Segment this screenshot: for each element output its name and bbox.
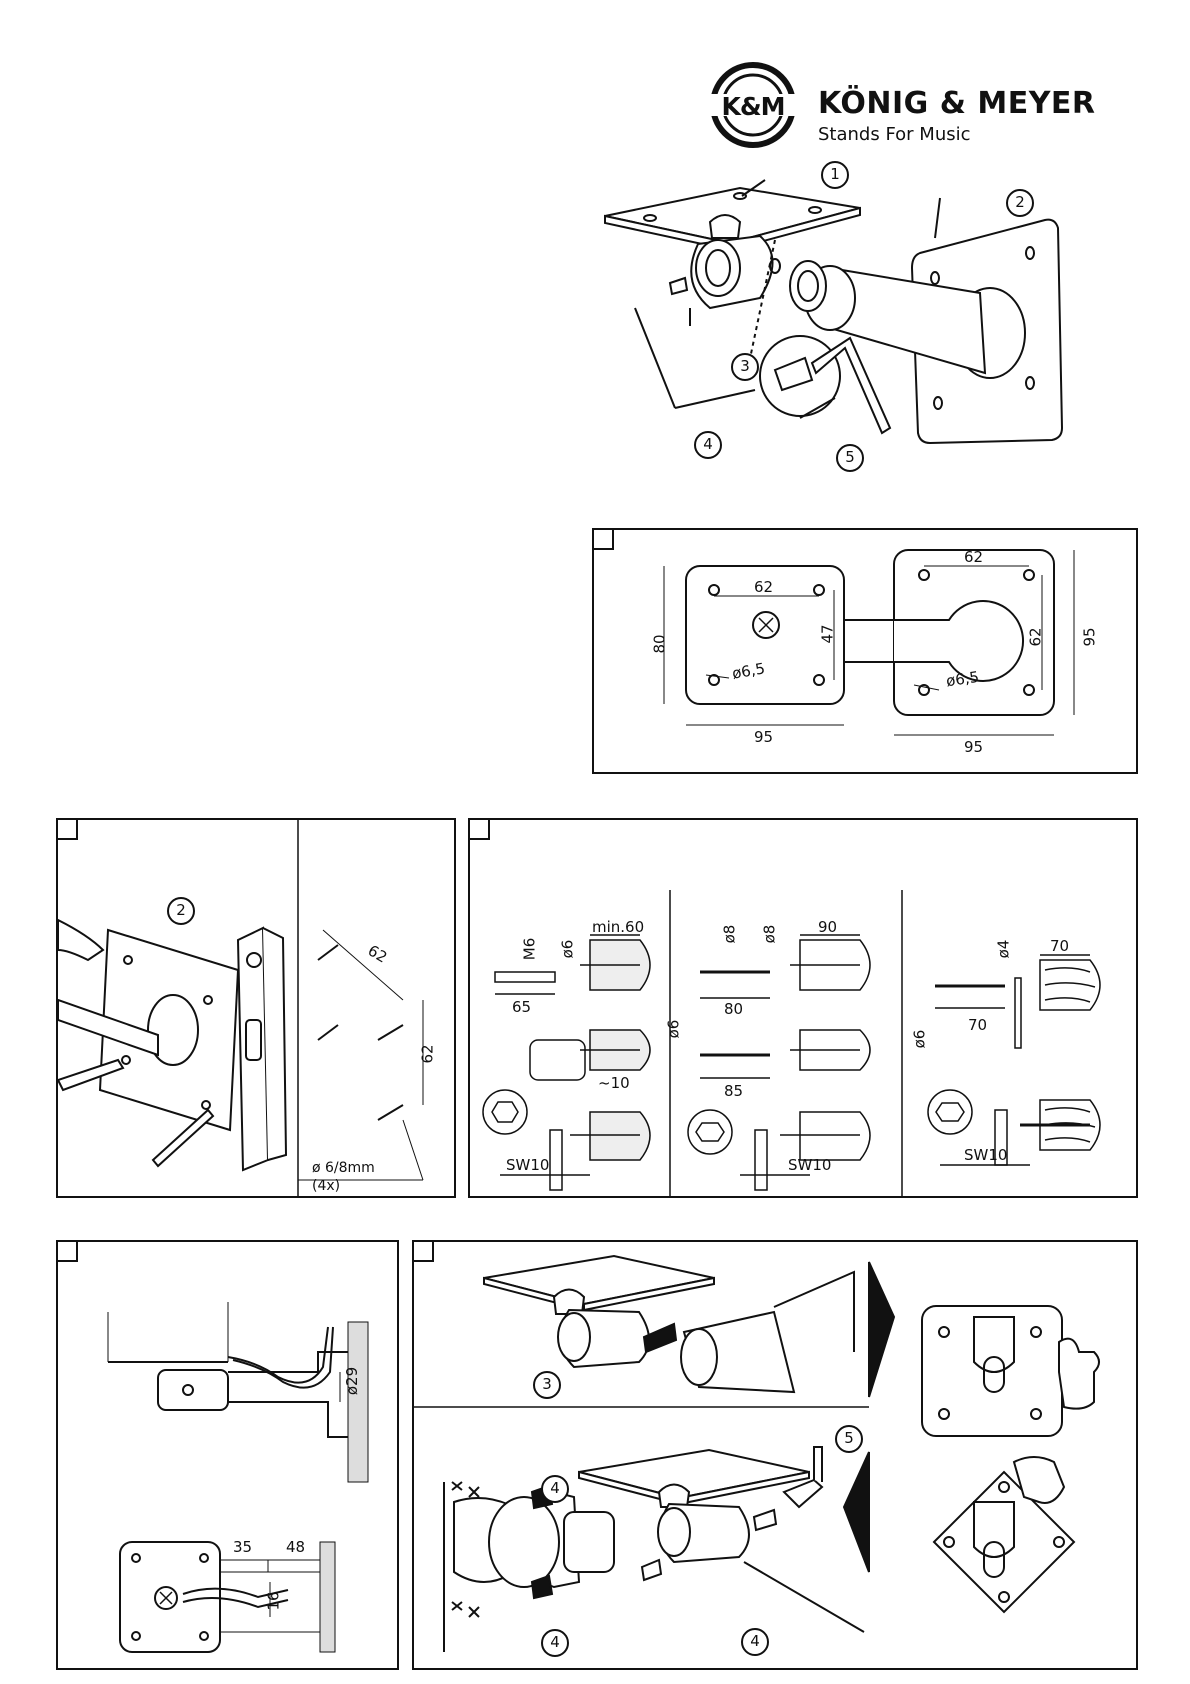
assembly-callout-4a-label: 4 — [540, 1479, 570, 1497]
cable-d1: 35 — [233, 1538, 252, 1556]
callout-5-label: 5 — [835, 448, 865, 466]
drill-panel: 2 62 62 ø 6/8mm (4x) — [56, 818, 456, 1198]
anchor-c2-len2: 85 — [724, 1082, 743, 1100]
dimensions-panel: 80 95 62 47 ø6,5 62 62 95 95 ø6,5 — [592, 528, 1138, 774]
dim-left-spacing-v: 47 — [819, 624, 837, 643]
callout-4-label: 4 — [693, 435, 723, 453]
dim-left-spacing-h: 62 — [754, 578, 773, 596]
cable-drawing — [58, 1242, 397, 1668]
assembly-drawing — [414, 1242, 1136, 1668]
anchor-c3-sw: SW10 — [964, 1146, 1007, 1164]
drill-dim-v: 62 — [419, 1044, 437, 1063]
anchor-c1-len: 65 — [512, 998, 531, 1016]
dim-right-height: 95 — [1081, 627, 1099, 646]
dim-right-top: 62 — [964, 548, 983, 566]
callout-3-label: 3 — [730, 357, 760, 375]
drill-note: ø 6/8mm — [312, 1160, 375, 1176]
drill-count-note: (4x) — [312, 1178, 340, 1194]
assembly-callout-4b-label: 4 — [540, 1633, 570, 1651]
brand-name: KÖNIG & MEYER — [818, 86, 1096, 121]
drill-drawing — [58, 820, 454, 1196]
anchor-c1-m: M6 — [520, 938, 538, 961]
assembly-callout-3-label: 3 — [532, 1375, 562, 1393]
callout-1-label: 1 — [820, 165, 850, 183]
anchor-c2-len: 80 — [724, 1000, 743, 1018]
brand-tagline: Stands For Music — [818, 124, 971, 145]
dim-right-width: 95 — [964, 738, 983, 756]
assembly-panel: 3 4 4 4 5 — [412, 1240, 1138, 1670]
anchor-c3-dia2: ø6 — [910, 1030, 928, 1049]
dim-left-width: 95 — [754, 728, 773, 746]
anchor-c2-dia3: ø6 — [664, 1020, 682, 1039]
anchor-c1-depth: min.60 — [592, 918, 644, 936]
anchor-c3-len: 70 — [968, 1016, 987, 1034]
anchors-drawing — [470, 820, 1136, 1196]
assembly-callout-4c-label: 4 — [740, 1632, 770, 1650]
cable-d2: 48 — [286, 1538, 305, 1556]
anchor-c3-dia: ø4 — [994, 940, 1012, 959]
dim-right-side: 62 — [1027, 627, 1045, 646]
anchor-c2-dia1: ø8 — [720, 925, 738, 944]
cable-dia: ø29 — [343, 1367, 361, 1395]
dimensions-drawing — [594, 530, 1136, 772]
anchor-c2-dia2: ø8 — [760, 925, 778, 944]
callout-2-label: 2 — [1005, 193, 1035, 211]
cable-panel: ø29 35 48 16 — [56, 1240, 399, 1670]
cable-d3: 16 — [265, 1591, 283, 1610]
dim-left-height: 80 — [651, 634, 669, 653]
anchors-panel: M6 ø6 min.60 65 ~10 SW10 ø8 ø8 90 80 ø6 … — [468, 818, 1138, 1198]
assembly-callout-5-label: 5 — [834, 1429, 864, 1447]
anchor-c1-sw: SW10 — [506, 1156, 549, 1174]
drill-callout-label: 2 — [166, 901, 196, 919]
anchor-c2-sw: SW10 — [788, 1156, 831, 1174]
logo-text: K&M — [703, 92, 803, 121]
anchor-c2-depth: 90 — [818, 918, 837, 936]
anchor-c1-approx: ~10 — [598, 1074, 630, 1092]
anchor-c3-depth: 70 — [1050, 937, 1069, 955]
anchor-c1-dia: ø6 — [558, 940, 576, 959]
